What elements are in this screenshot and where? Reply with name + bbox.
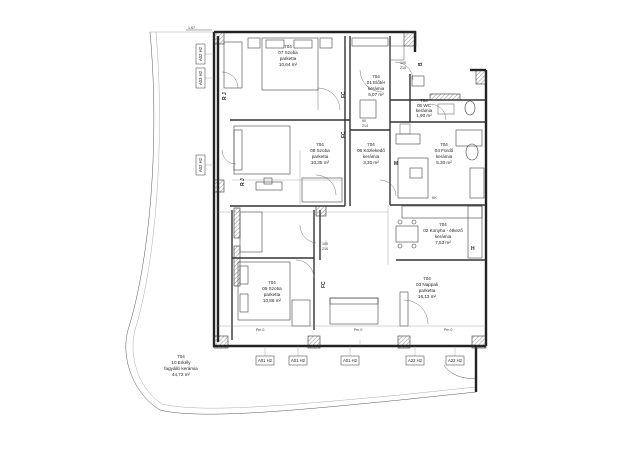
fc-marker: FC (341, 131, 347, 138)
window-tag-label: A22 H2 (448, 358, 463, 363)
window-tag-label: A02 H2 (198, 46, 203, 61)
room-area: 5,30 m² (436, 160, 452, 165)
room-floor: parketta (312, 154, 329, 159)
room-area: 1,90 m² (416, 113, 432, 118)
room-area: 44,72 m² (172, 372, 191, 377)
room-floor: fagyálló kerámia (164, 366, 198, 371)
h-marker: H (471, 246, 475, 252)
dimension-label: 214 (362, 124, 368, 128)
balcony-outline (125, 29, 477, 415)
room-floor: kerámia (368, 86, 385, 91)
room-area: 10,35 m² (311, 160, 330, 165)
m-marker: M (394, 161, 398, 167)
room-area: 5,07 m² (368, 92, 384, 97)
parapet-label: Pm 0 (354, 328, 362, 332)
room-name: 05 WC (417, 103, 432, 108)
room-number: 704 (439, 222, 447, 227)
fc-marker: FC (341, 91, 347, 98)
room-name: 03 Nappali (416, 282, 438, 287)
room-label-r06: 704 06 Közlekedő kerámia 3,30 m² (357, 142, 385, 165)
room-name: 02 Konyha - étkező (423, 228, 463, 233)
window-tag-label: A22 H2 (408, 358, 423, 363)
room-floor: parketta (280, 56, 297, 61)
room-number: 704 (177, 354, 185, 359)
structural-columns (213, 31, 487, 349)
b-marker: B (418, 62, 424, 66)
left-window-tags: A02 H2 A03 H2 A02 H2 (195, 43, 214, 176)
door-swings (221, 61, 447, 325)
room-label-r09: 704 09 Szoba parketta 10,86 m² (262, 280, 282, 303)
room-name: 04 Fürdő (435, 148, 454, 153)
rj-marker: R J (240, 178, 246, 186)
room-label-r03: 704 03 Nappali parketta 16,13 m² (416, 276, 438, 299)
room-number: 704 (423, 276, 431, 281)
room-label-r02: 704 02 Konyha - étkező kerámia 7,53 m² (423, 222, 463, 245)
room-floor: kerámia (436, 154, 453, 159)
room-number: 704 (284, 44, 292, 49)
plan-markers: R J R J FC FC FC H M B KK (222, 62, 475, 288)
room-area: 16,13 m² (418, 294, 437, 299)
room-number: 704 (440, 142, 448, 147)
parapet-label: Pm 0 (444, 328, 452, 332)
room-number: 704 (420, 98, 428, 103)
room-area: 3,30 m² (363, 160, 379, 165)
room-name: 06 Közlekedő (357, 148, 385, 153)
window-tag-label: A01 H2 (258, 358, 273, 363)
room-floor: kerámia (416, 108, 433, 113)
rj-marker: R J (222, 92, 228, 100)
dimension-label: 100 (400, 61, 406, 65)
kk-marker: KK (432, 196, 437, 200)
room-label-r08: 704 08 Szoba parketta 10,35 m² (310, 142, 330, 165)
annotation-lines (214, 45, 486, 346)
dimension-label: 90 (362, 119, 366, 123)
room-area: 7,53 m² (435, 240, 451, 245)
room-floor: kerámia (363, 154, 380, 159)
fc-marker: FC (321, 281, 327, 288)
window-tag-label: A01 H2 (343, 358, 358, 363)
bottom-window-tags: A01 H2 A01 H2 A01 H2 A22 H2 A22 H2 (255, 346, 465, 366)
room-area: 10,86 m² (263, 298, 282, 303)
room-name: 01 Előtér (367, 80, 386, 85)
room-name: 10 Erkély (171, 360, 191, 365)
room-name: 07 Szoba (278, 50, 298, 55)
dimension-label: 100 (322, 242, 328, 246)
room-label-r01: 704 01 Előtér kerámia 5,07 m² (367, 74, 386, 97)
room-floor: parketta (419, 288, 436, 293)
dimension-label: 214 (322, 247, 328, 251)
room-area: 10,64 m² (279, 62, 298, 67)
room-number: 704 (268, 280, 276, 285)
room-number: 704 (367, 142, 375, 147)
room-label-r05: 704 05 WC kerámia 1,90 m² (416, 98, 433, 118)
window-tag-label: A01 H2 (291, 358, 306, 363)
room-name: 08 Szoba (310, 148, 330, 153)
window-tag-label: A02 H2 (198, 157, 203, 172)
room-label-r10: 704 10 Erkély fagyálló kerámia 44,72 m² (164, 354, 198, 377)
parapet-label: Pm 0 (256, 328, 264, 332)
window-tag-label: A03 H2 (198, 70, 203, 85)
room-number: 704 (316, 142, 324, 147)
room-floor: kerámia (435, 234, 452, 239)
room-floor: parketta (264, 292, 281, 297)
room-label-r07: 704 07 Szoba parketta 10,64 m² (278, 44, 298, 67)
dimension-label: 210 (400, 66, 406, 70)
dimension-labels: 1.67 100 210 90 214 100 214 Pm 0 Pm 0 Pm… (188, 26, 452, 332)
interior-walls (230, 36, 486, 340)
furniture (223, 37, 485, 327)
dimension-label: 1.67 (188, 26, 195, 30)
room-label-r04: 704 04 Fürdő kerámia 5,30 m² (435, 142, 454, 165)
room-name: 09 Szoba (262, 286, 282, 291)
room-number: 704 (372, 74, 380, 79)
